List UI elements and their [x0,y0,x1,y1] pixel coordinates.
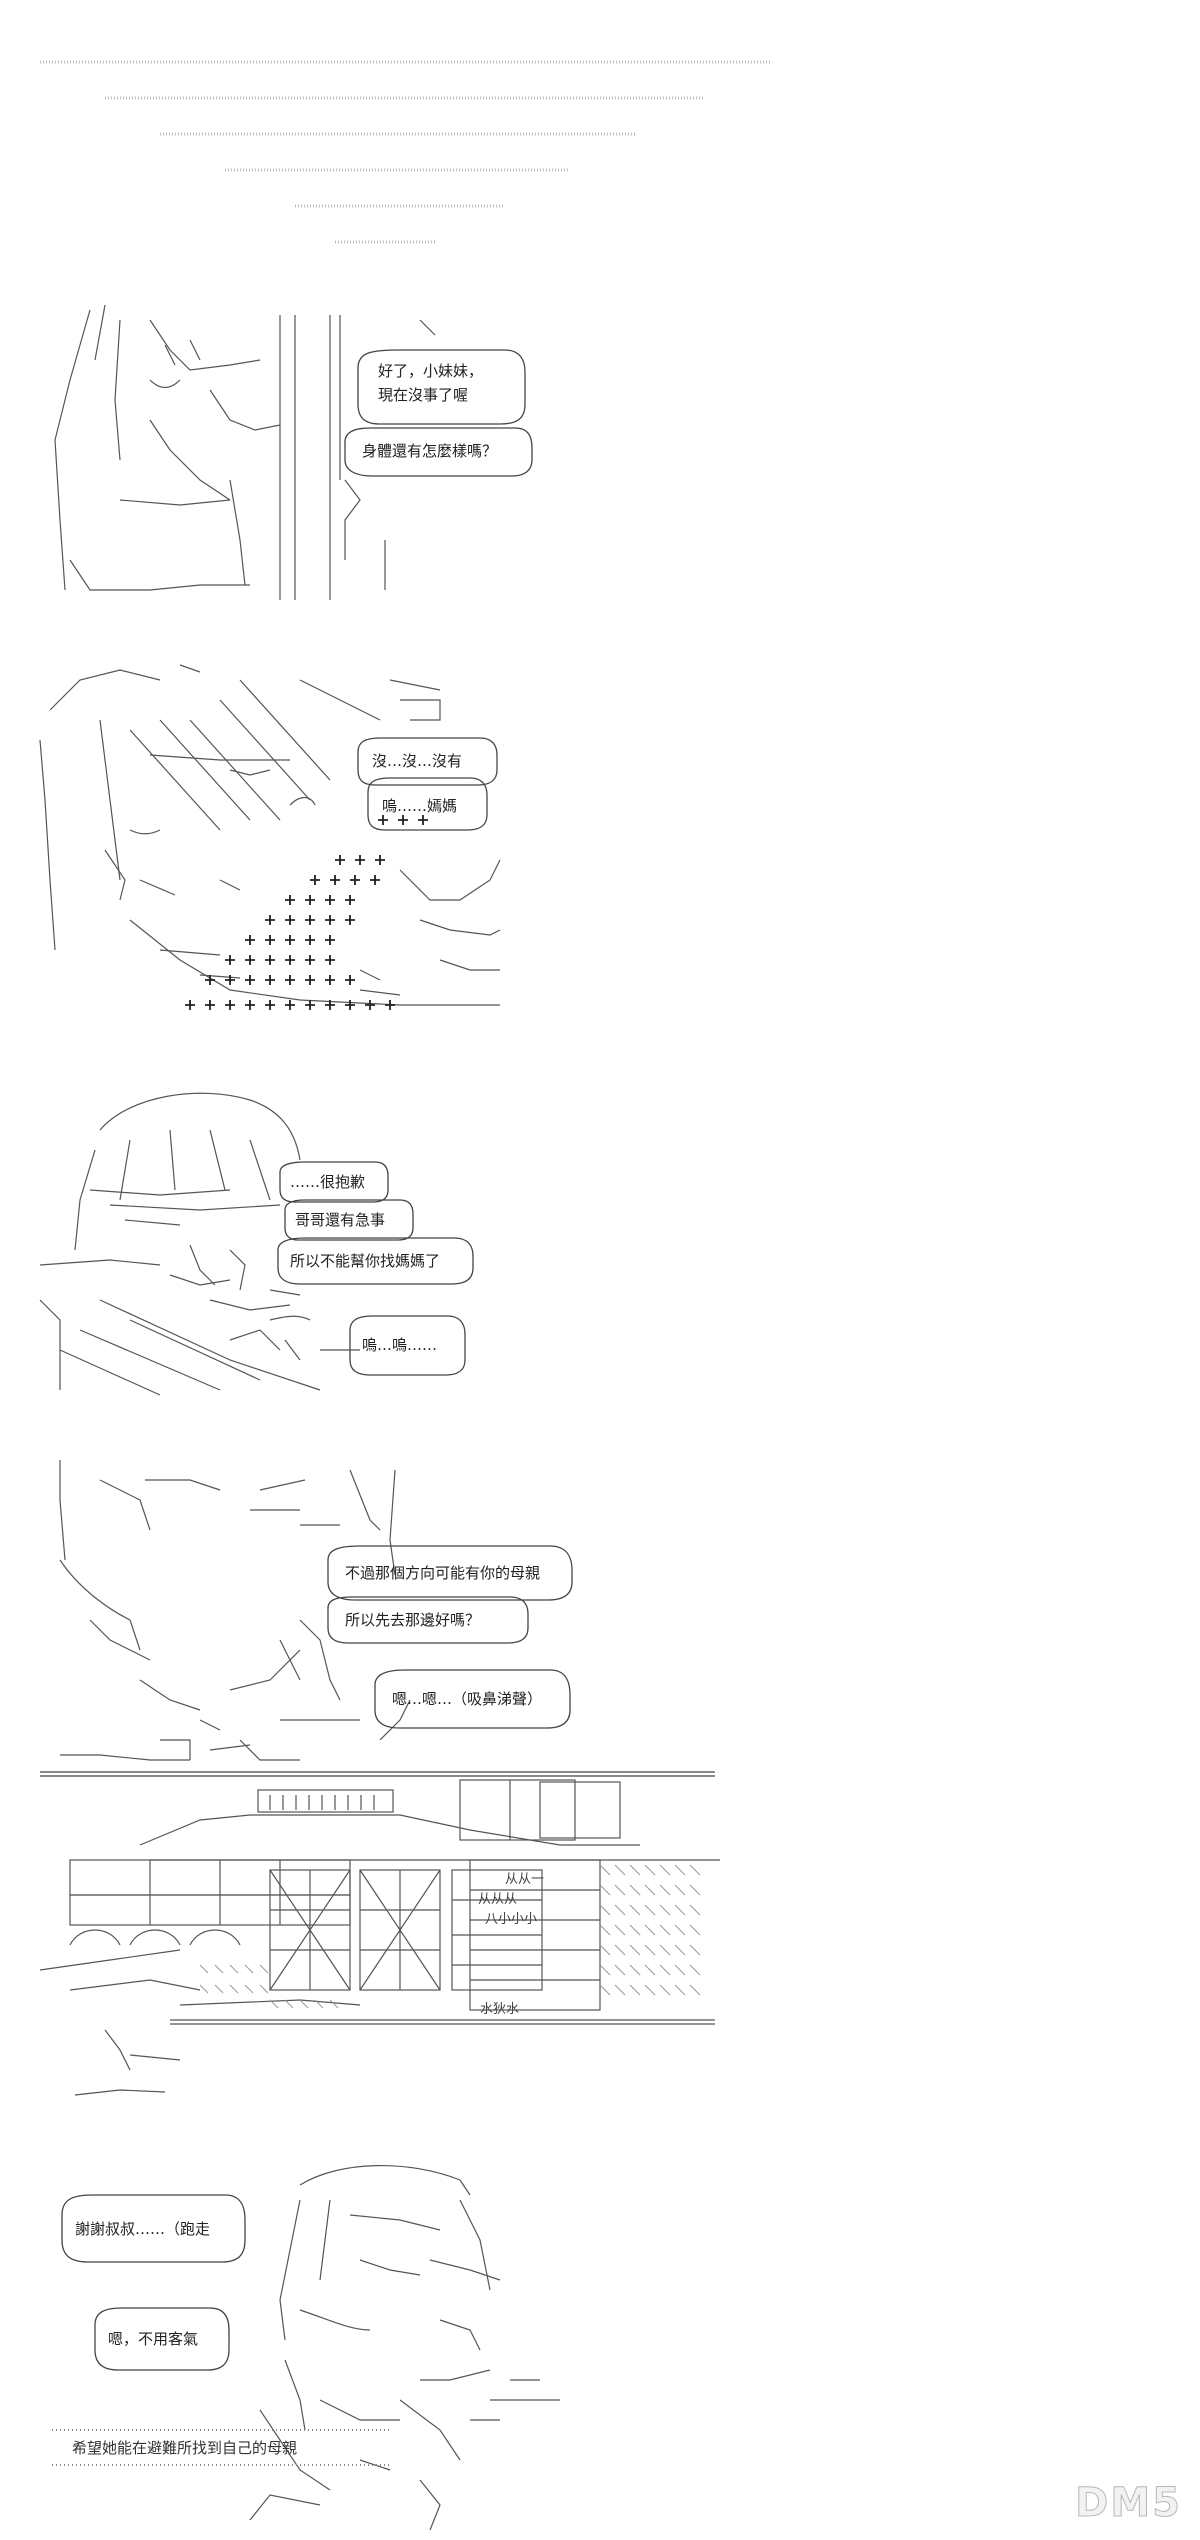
panel-3-bubbles [277,1161,474,1376]
panel-1-art [54,304,436,600]
dialogue-line: ……很抱歉 [290,1173,366,1191]
dialogue-line: 不過那個方向可能有你的母親 [345,1564,541,1582]
narration-text: 希望她能在避難所找到自己的母親 [72,2439,298,2457]
narration-frame [52,2429,390,2466]
window-grid [269,1869,543,1991]
dialogue-line: 嗚……嫣媽 [382,797,458,815]
dialogue-line: 謝謝叔叔……（跑走 [75,2220,211,2238]
dialogue-line: 嗯，不用客氣 [108,2330,199,2348]
plus-grid-pattern [185,815,428,1010]
dialogue-line: 嗯…嗯…（吸鼻涕聲） [392,1690,543,1708]
shop-sign-text: 八小小小 [485,1912,538,1927]
dialogue-line: 好了，小妹妹， [378,362,484,380]
panel-1-bubbles [344,349,533,477]
panel-4-bubbles [327,1545,573,1729]
panel-3-art [39,1092,360,1396]
dialogue-line: 現在沒事了喔 [378,386,469,404]
panel-6-art [249,2165,560,2531]
dialogue-line: 嗚…嗚…… [362,1336,438,1354]
dialogue-line: 所以先去那邊好嗎？ [345,1611,481,1629]
dialogue-line: 沒…沒…沒有 [372,752,463,770]
shop-sign-text: 从从从 [478,1892,518,1907]
panel-4-divider [40,1771,715,1777]
panel-5-hatching [199,1864,701,2009]
panel-6-bubbles [61,2194,246,2371]
dotted-header-rows [40,60,770,244]
shop-sign-text: 从从一 [505,1872,545,1887]
panel-4-art [59,1460,411,1761]
dialogue-line: 哥哥還有急事 [295,1211,386,1229]
panel-5-building [39,1779,720,2096]
panel-2-art [39,664,501,1006]
shop-sign-text: 水狄水 [480,2002,520,2017]
site-watermark-logo: DM5 [1075,2480,1182,2527]
dialogue-line: 所以不能幫你找媽媽了 [290,1252,441,1270]
panel-2-bubbles [357,737,498,831]
dialogue-line: 身體還有怎麼樣嗎？ [362,442,498,460]
